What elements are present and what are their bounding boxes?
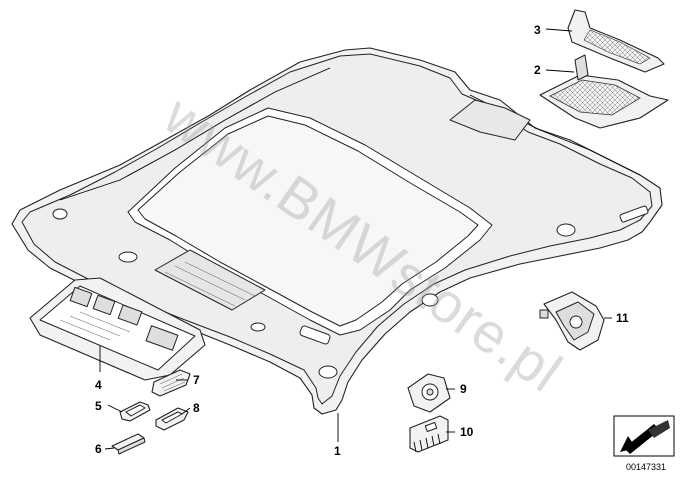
leader-lines bbox=[99, 28, 612, 450]
direction-arrow-icon bbox=[613, 415, 675, 457]
cover-strip-part[interactable] bbox=[567, 9, 665, 73]
sensor-housing-part[interactable] bbox=[539, 291, 605, 351]
callout-3: 3 bbox=[534, 23, 541, 37]
callout-5: 5 bbox=[95, 399, 102, 413]
light-lens-small-part[interactable] bbox=[155, 407, 189, 431]
callout-9: 9 bbox=[460, 382, 467, 396]
callout-4: 4 bbox=[95, 378, 102, 392]
callout-1: 1 bbox=[334, 444, 341, 458]
light-lens-part[interactable] bbox=[119, 401, 151, 422]
rear-cover-part[interactable] bbox=[539, 54, 669, 129]
callout-8: 8 bbox=[193, 401, 200, 415]
callout-2: 2 bbox=[534, 63, 541, 77]
callout-6: 6 bbox=[95, 442, 102, 456]
callouts: 1 2 3 4 5 6 7 8 9 10 11 bbox=[95, 23, 629, 458]
console-frame-part[interactable] bbox=[29, 277, 206, 381]
callout-10: 10 bbox=[460, 425, 474, 439]
callout-11: 11 bbox=[616, 311, 629, 325]
bracket-part[interactable] bbox=[409, 415, 449, 453]
clip-plate-part[interactable] bbox=[407, 373, 451, 413]
callout-7: 7 bbox=[193, 373, 200, 387]
small-cover-part[interactable] bbox=[111, 433, 146, 455]
light-housing-part[interactable] bbox=[151, 369, 191, 397]
document-number: 00147331 bbox=[626, 462, 666, 472]
